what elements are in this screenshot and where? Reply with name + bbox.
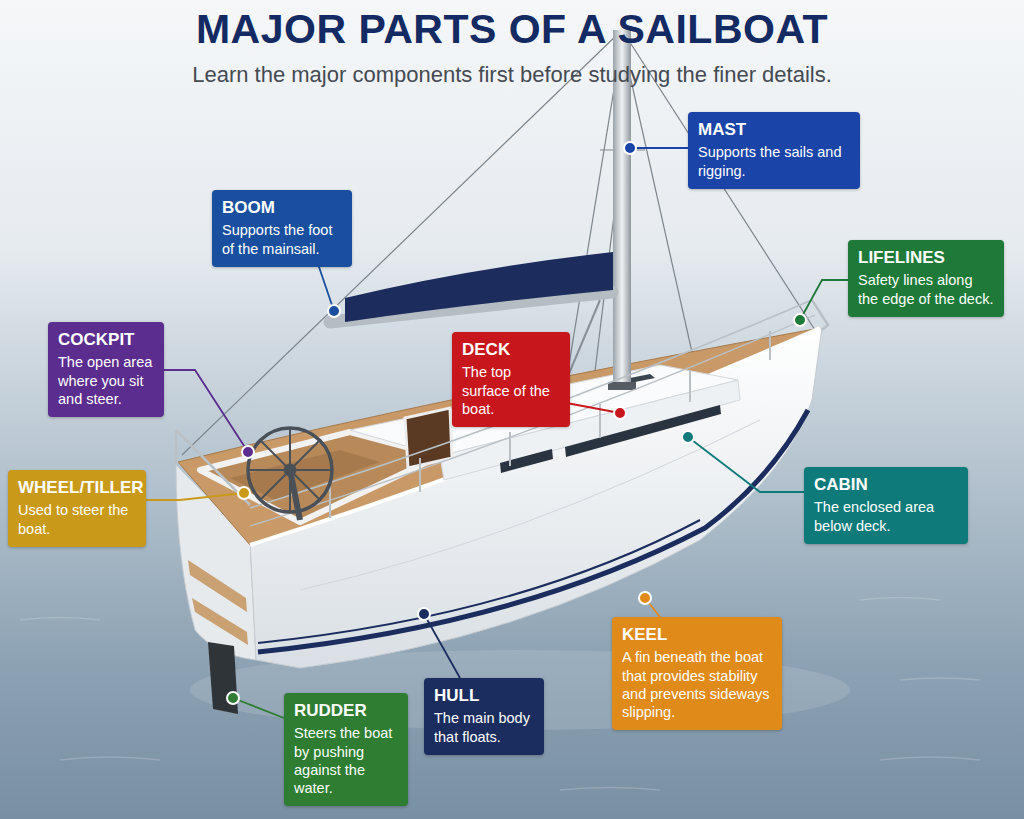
callout-box: COCKPIT The open area where you sit and s… bbox=[48, 322, 164, 417]
callout-description: The enclosed area below deck. bbox=[814, 498, 958, 534]
callout-dots-part bbox=[227, 692, 239, 704]
mast-part bbox=[608, 382, 636, 390]
lifelines-part bbox=[509, 432, 511, 466]
callout-description: Used to steer the boat. bbox=[18, 501, 136, 537]
cabin-part bbox=[500, 449, 553, 473]
callout-box: HULL The main body that floats. bbox=[424, 678, 544, 755]
callout-box: BOOM Supports the foot of the mainsail. bbox=[212, 190, 352, 267]
rudder bbox=[208, 642, 238, 714]
callout-dots-part bbox=[682, 431, 694, 443]
lifelines-part bbox=[176, 430, 250, 505]
callout-box: LIFELINES Safety lines along the edge of … bbox=[848, 240, 1004, 317]
callout-dots-part bbox=[639, 592, 651, 604]
lifelines-part bbox=[250, 315, 815, 526]
callout-description: Supports the foot of the mainsail. bbox=[222, 221, 342, 257]
wheel-part bbox=[248, 428, 332, 512]
callout-heading: LIFELINES bbox=[858, 248, 994, 268]
water-ripples bbox=[20, 598, 980, 791]
water-ripples-part bbox=[860, 598, 940, 601]
callout-dots-part bbox=[242, 446, 254, 458]
callout-dots-part bbox=[624, 142, 636, 154]
leader-lines-part bbox=[318, 264, 334, 311]
leader-lines-part bbox=[233, 698, 284, 718]
boom-part bbox=[345, 252, 613, 322]
wheel-part bbox=[260, 440, 320, 500]
leader-lines-part bbox=[800, 280, 848, 320]
callout-dots-part bbox=[794, 314, 806, 326]
callout-heading: MAST bbox=[698, 120, 850, 140]
callout-description: A fin beneath the boat that provides sta… bbox=[622, 648, 772, 721]
callout-dots-part bbox=[614, 407, 626, 419]
leader-lines-part bbox=[688, 437, 804, 492]
callout-heading: DECK bbox=[462, 340, 560, 360]
wheel bbox=[248, 428, 332, 520]
callout-description: The top surface of the boat. bbox=[462, 363, 560, 417]
transom-part bbox=[192, 598, 248, 645]
water-ripples-part bbox=[900, 678, 980, 680]
callout-box: RUDDER Steers the boat by pushing against… bbox=[284, 693, 408, 806]
leader-lines-part bbox=[146, 493, 244, 500]
cabin-part bbox=[565, 405, 721, 457]
lifelines-part bbox=[689, 370, 691, 402]
callout-box: KEEL A fin beneath the boat that provides… bbox=[612, 617, 782, 730]
deck bbox=[178, 328, 820, 545]
callout-heading: KEEL bbox=[622, 625, 772, 645]
callout-heading: HULL bbox=[434, 686, 534, 706]
leader-lines-part bbox=[164, 370, 248, 452]
callout-description: Safety lines along the edge of the deck. bbox=[858, 271, 994, 307]
lifelines-part bbox=[812, 300, 828, 330]
water-ripples-part bbox=[560, 788, 660, 791]
lifelines-part bbox=[250, 300, 812, 508]
callout-box: WHEEL/TILLER Used to steer the boat. bbox=[8, 470, 146, 547]
cabin-part bbox=[405, 408, 452, 468]
callout-description: The main body that floats. bbox=[434, 709, 534, 745]
callout-box: CABIN The enclosed area below deck. bbox=[804, 467, 968, 544]
callout-heading: WHEEL/TILLER bbox=[18, 478, 136, 498]
leader-lines-part bbox=[630, 147, 688, 149]
callout-dots-part bbox=[328, 305, 340, 317]
callout-description: Steers the boat by pushing against the w… bbox=[294, 724, 398, 797]
callout-heading: RUDDER bbox=[294, 701, 398, 721]
lifelines-part bbox=[769, 331, 771, 360]
diagram-caption: Learn the major components first before … bbox=[0, 62, 1024, 88]
callout-heading: COCKPIT bbox=[58, 330, 154, 350]
callout-description: The open area where you sit and steer. bbox=[58, 353, 154, 407]
wheel-part bbox=[284, 464, 296, 476]
callout-heading: BOOM bbox=[222, 198, 342, 218]
wheel-part bbox=[260, 440, 320, 500]
rudder-part bbox=[208, 642, 238, 714]
leader-lines-part bbox=[424, 614, 460, 678]
water-ripples-part bbox=[60, 757, 160, 760]
water-ripples-part bbox=[880, 757, 980, 760]
deck-part bbox=[178, 328, 820, 545]
lifelines bbox=[176, 300, 828, 526]
lifelines-part bbox=[419, 458, 421, 492]
water-ripples-part bbox=[20, 618, 100, 621]
rigging-part bbox=[622, 40, 700, 388]
callout-heading: CABIN bbox=[814, 475, 958, 495]
callout-dots-part bbox=[238, 487, 250, 499]
callout-box: DECK The top surface of the boat. bbox=[452, 332, 570, 427]
callout-dots-part bbox=[418, 608, 430, 620]
diagram-title: MAJOR PARTS OF A SAILBOAT bbox=[0, 6, 1024, 53]
callout-description: Supports the sails and rigging. bbox=[698, 143, 850, 179]
rigging-part bbox=[182, 30, 622, 455]
callout-box: MAST Supports the sails and rigging. bbox=[688, 112, 860, 189]
